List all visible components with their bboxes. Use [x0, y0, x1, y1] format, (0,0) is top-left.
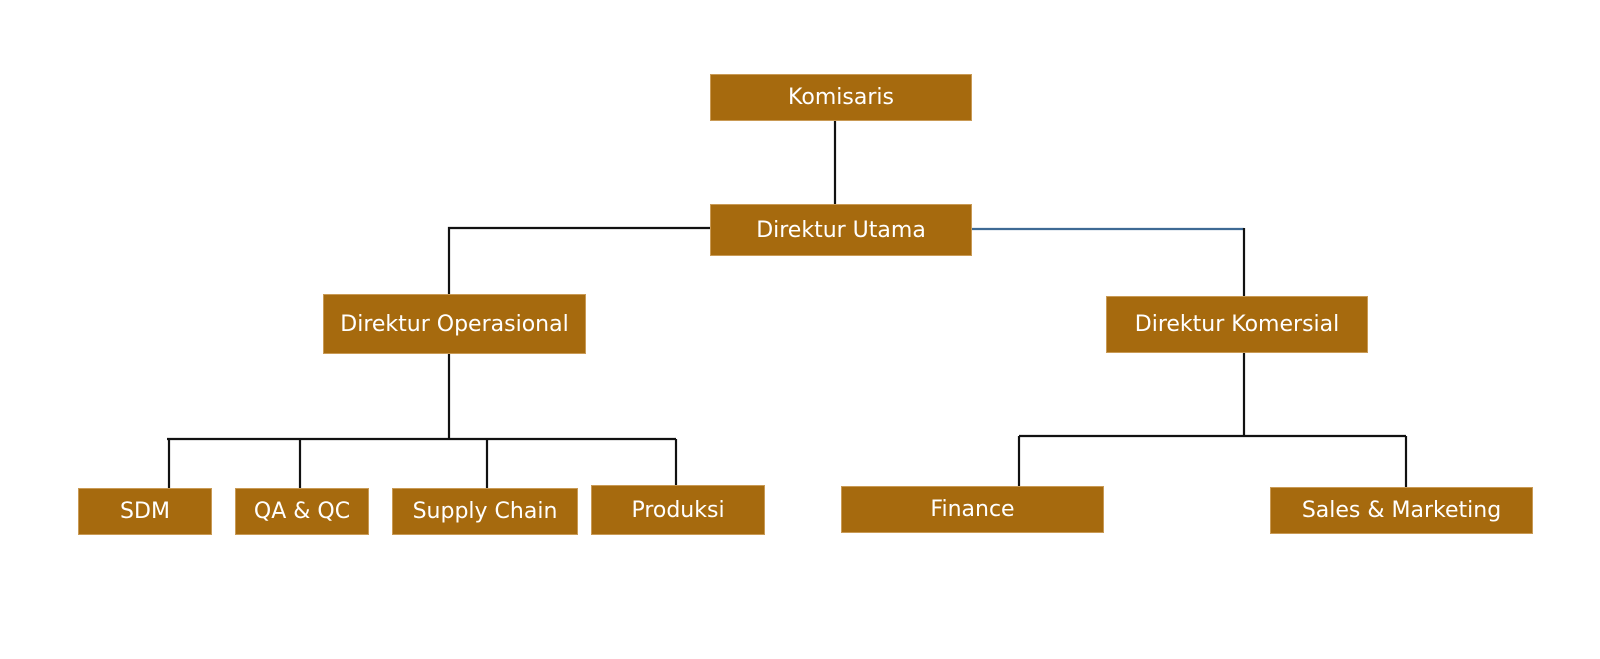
node-sdm: SDM — [78, 488, 212, 535]
node-komisaris: Komisaris — [710, 74, 972, 121]
node-label: SDM — [120, 499, 170, 524]
node-label: QA & QC — [253, 499, 351, 524]
node-label: Direktur Utama — [756, 217, 926, 243]
node-direktur-komersial: Direktur Komersial — [1106, 296, 1368, 353]
node-label: Komisaris — [788, 85, 894, 110]
node-label: Finance — [930, 497, 1015, 522]
node-label: Produksi — [631, 497, 725, 523]
node-label: Direktur Komersial — [1134, 312, 1340, 337]
node-direktur-utama: Direktur Utama — [710, 204, 972, 256]
node-direktur-operasional: Direktur Operasional — [323, 294, 586, 354]
connector-utama-operasional — [447, 226, 710, 294]
node-sales-marketing: Sales & Marketing — [1270, 487, 1533, 534]
node-label: Supply Chain — [412, 499, 558, 524]
node-supply-chain: Supply Chain — [392, 488, 578, 535]
node-finance: Finance — [841, 486, 1104, 533]
node-qa-qc: QA & QC — [235, 488, 369, 535]
node-label: Sales & Marketing — [1301, 498, 1502, 523]
node-label: Direktur Operasional — [340, 311, 569, 337]
node-produksi: Produksi — [591, 485, 765, 535]
